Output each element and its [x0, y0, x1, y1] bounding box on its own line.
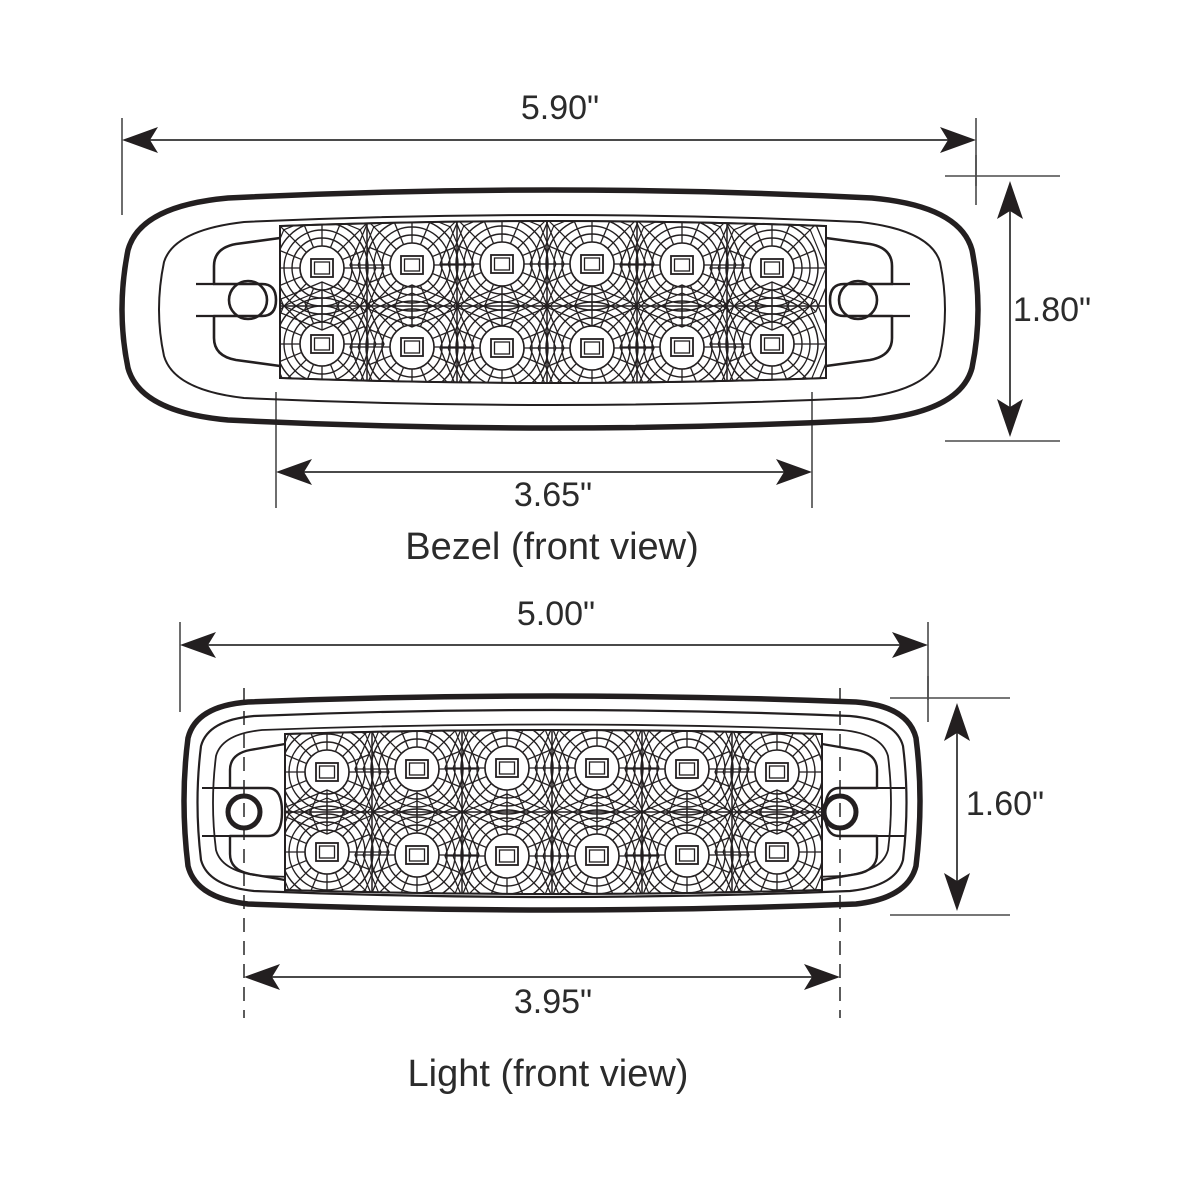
mounting-hole-icon: [821, 793, 859, 831]
mounting-hole-icon: [227, 279, 269, 321]
dim-bezel-overall-height: 1.80": [997, 181, 1091, 437]
dim-label-bezel-lens: 3.65": [514, 476, 592, 514]
light-extension-lines: [179, 622, 1010, 916]
light-mount-tab-right: [821, 742, 905, 882]
bezel-mount-tab-left: [196, 236, 281, 368]
light-outer-outline: [181, 693, 923, 913]
dim-label-light-hole-spacing: 3.95": [514, 983, 592, 1021]
dim-label-light-height: 1.60": [966, 785, 1044, 823]
mounting-hole-icon: [837, 279, 879, 321]
mounting-hole-icon: [225, 793, 263, 831]
light-mount-tab-left: [202, 742, 286, 882]
dim-label-light-width: 5.00": [517, 595, 595, 633]
light-view-caption: Light (front view): [408, 1053, 689, 1095]
bezel-extension-lines: [121, 118, 1060, 508]
bezel-view: 5.90" 1.80" 3.65": [119, 89, 1091, 568]
dim-label-bezel-height: 1.80": [1013, 291, 1091, 329]
dim-light-overall-width: 5.00": [180, 595, 928, 658]
dim-bezel-overall-width: 5.90": [122, 89, 976, 153]
light-led-array: [285, 730, 822, 894]
light-centerlines: [243, 688, 841, 1018]
bezel-mount-tab-right: [825, 236, 910, 368]
bezel-view-caption: Bezel (front view): [405, 526, 699, 568]
dim-light-hole-spacing: 3.95": [244, 964, 840, 1021]
dim-bezel-lens-width: 3.65": [276, 459, 812, 514]
dim-label-bezel-width: 5.90": [521, 89, 599, 127]
bezel-outer-outline: [119, 187, 981, 431]
dim-light-overall-height: 1.60": [944, 703, 1044, 911]
light-lens-edge: [284, 729, 823, 895]
light-view: 5.00" 1.60" 3.95": [179, 595, 1044, 1095]
light-outline-ring-2: [196, 708, 908, 899]
bezel-led-array: [280, 221, 826, 383]
bezel-lens-edge: [279, 220, 827, 384]
bezel-inner-outline: [158, 214, 946, 406]
